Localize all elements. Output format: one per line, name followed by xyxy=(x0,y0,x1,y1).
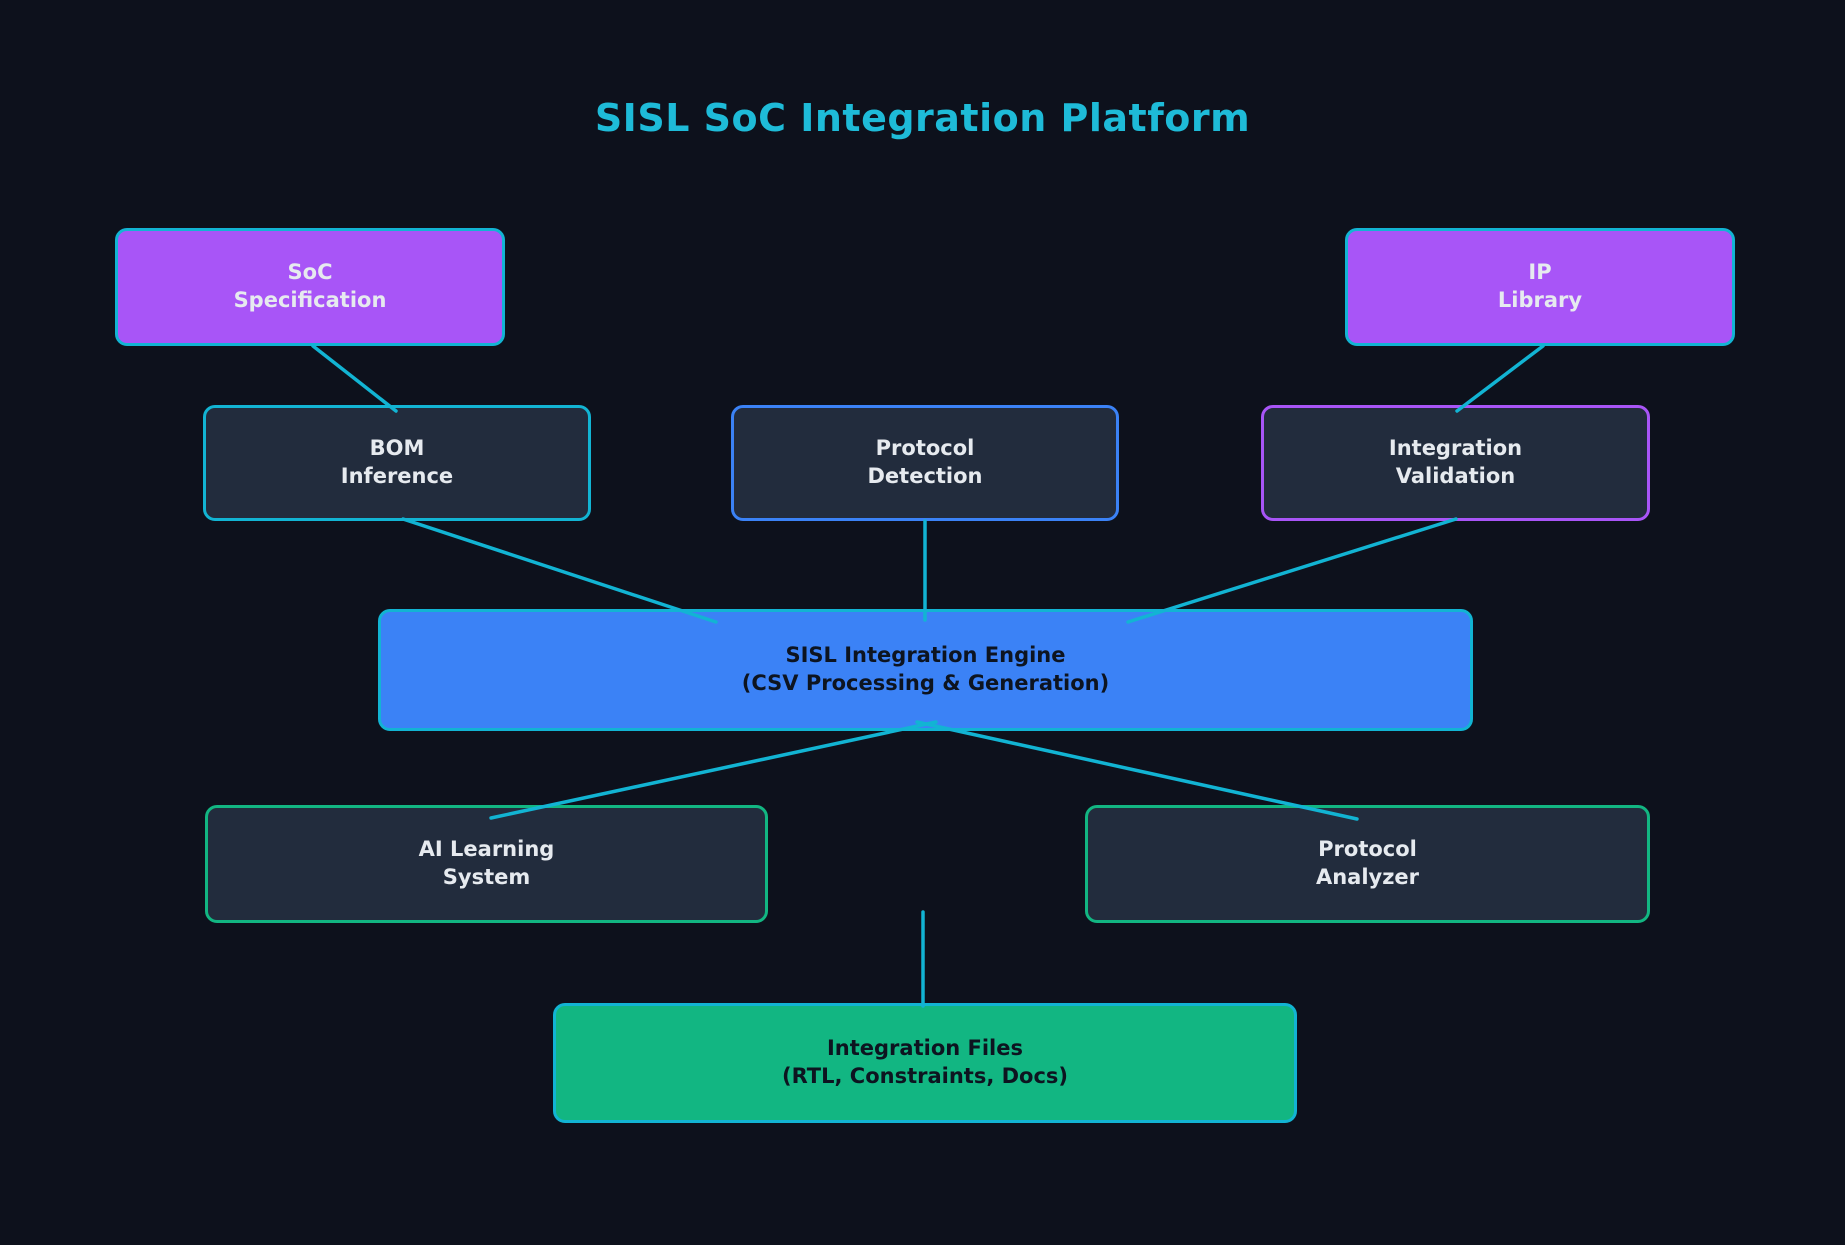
node-integration-validation: Integration Validation xyxy=(1261,405,1650,521)
node-protocol-detection: Protocol Detection xyxy=(731,405,1119,521)
node-sisl-integration-engine: SISL Integration Engine (CSV Processing … xyxy=(378,609,1473,731)
node-label-line: SISL Integration Engine xyxy=(785,643,1066,668)
edge-integration-engine-to-ai-learning-system xyxy=(489,720,938,820)
node-label-line: IP xyxy=(1528,260,1552,285)
node-label-line: Detection xyxy=(867,464,983,488)
edge-integration-validation-to-integration-engine xyxy=(1126,517,1458,624)
node-label-line: SoC xyxy=(287,260,333,285)
node-label-line: Specification xyxy=(233,288,387,312)
node-ai-learning-system: AI Learning System xyxy=(205,805,768,923)
node-label-line: Library xyxy=(1497,288,1583,312)
node-soc-specification: SoC Specification xyxy=(115,228,505,346)
node-label-line: Protocol xyxy=(1318,837,1417,862)
node-protocol-analyzer: Protocol Analyzer xyxy=(1085,805,1650,923)
node-bom-inference: BOM Inference xyxy=(203,405,591,521)
diagram-title: SISL SoC Integration Platform xyxy=(594,96,1251,140)
node-label-line: Validation xyxy=(1395,464,1516,488)
edge-bom-inference-to-integration-engine xyxy=(401,517,718,624)
node-label-line: (CSV Processing & Generation) xyxy=(741,671,1110,695)
node-label-line: Integration xyxy=(1388,436,1523,461)
node-label-line: Protocol xyxy=(875,436,975,461)
node-label-line: BOM xyxy=(369,436,425,461)
node-label-line: System xyxy=(442,865,531,889)
edge-soc-specification-to-bom-inference xyxy=(311,344,398,413)
node-label-line: AI Learning xyxy=(418,837,555,862)
edge-ip-library-to-integration-validation xyxy=(1455,344,1545,413)
node-integration-files: Integration Files (RTL, Constraints, Doc… xyxy=(553,1003,1297,1123)
node-label-line: Integration Files xyxy=(826,1036,1023,1061)
node-ip-library: IP Library xyxy=(1345,228,1735,346)
node-label-line: Inference xyxy=(340,464,454,488)
node-label-line: (RTL, Constraints, Docs) xyxy=(781,1064,1069,1088)
node-label-line: Analyzer xyxy=(1315,865,1420,889)
